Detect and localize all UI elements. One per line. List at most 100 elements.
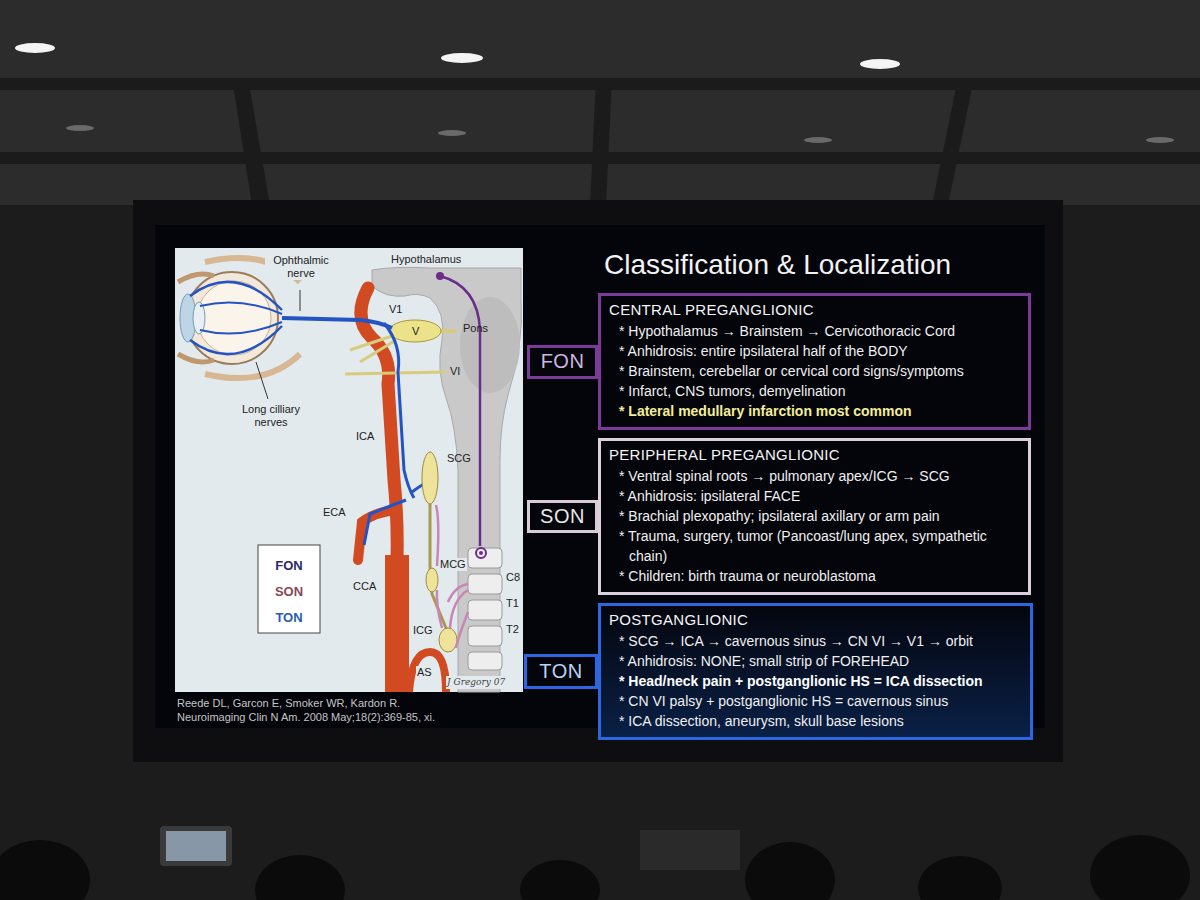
class-box: POSTGANGLIONIC* SCG → ICA → cavernous si… (598, 603, 1033, 740)
trigeminal-branch (360, 340, 396, 362)
eyelid (178, 274, 214, 282)
eyeball (186, 272, 278, 364)
legend-entry: FON (258, 558, 320, 574)
bullet-text: * Infarct, CNS tumors, demyelination (609, 381, 1020, 401)
postganglionic-fibres (364, 500, 406, 545)
illustration-ground (175, 248, 523, 692)
bullet-text: * Head/neck pain + postganglionic HS = I… (609, 671, 1022, 691)
trigeminal-ganglion (389, 320, 441, 342)
projection-screen (133, 200, 1063, 762)
eyelid (178, 354, 214, 362)
artist-signature: J Gregory 07 (446, 676, 506, 689)
middle-ganglion (426, 568, 438, 592)
preganglionic-fibres (437, 590, 442, 628)
ciliary-nerve (200, 302, 282, 314)
legend-box (258, 545, 320, 633)
bullet-text: * Brachial plexopathy; ipsilateral axill… (609, 506, 1020, 526)
legend-text: SON (275, 584, 303, 599)
vertebra (468, 652, 502, 670)
audience-head (520, 860, 600, 900)
lens (193, 302, 205, 334)
vertebra (468, 574, 502, 594)
legend-text: FON (275, 558, 302, 573)
ophthalmic-nerve (282, 318, 392, 328)
audience-head (255, 855, 345, 900)
audience-head (918, 856, 1002, 900)
ciliary-nerve (200, 322, 282, 334)
anatomy-label: Hypothalamus (390, 253, 462, 266)
cord-synapse (479, 551, 483, 555)
ceiling-beam (590, 78, 612, 205)
ceiling-light (66, 125, 94, 131)
box-heading: CENTRAL PREGANGLIONIC (609, 299, 1020, 321)
tag-text: TON (539, 660, 582, 683)
bullet-text: * Hypothalamus → Brainstem → Cervicothor… (609, 321, 1020, 341)
class-box: CENTRAL PREGANGLIONIC* Hypothalamus → Br… (598, 293, 1031, 430)
ceiling-light (15, 43, 55, 53)
class-tag: FON (527, 345, 598, 379)
bullet-text: * ICA dissection, aneurysm, skull base l… (609, 711, 1022, 731)
anatomy-label: V1 (388, 303, 403, 316)
anatomy-label: V (411, 325, 420, 338)
pons (460, 297, 520, 393)
anatomy-label: VI (449, 365, 461, 378)
ceiling-light (860, 59, 900, 69)
bullet-text: * Lateral medullary infarction most comm… (609, 401, 1020, 421)
legend-entry: TON (258, 610, 320, 626)
level-label: T1 (505, 597, 520, 610)
preganglionic-fibres (456, 612, 468, 648)
superior-ganglion (422, 452, 438, 504)
ceiling-beam (932, 78, 974, 205)
common-carotid (385, 555, 409, 692)
ceiling-light (1146, 137, 1174, 143)
vertebra (468, 600, 502, 620)
anatomy-label: AS (416, 666, 433, 679)
ceiling-light (438, 130, 466, 136)
ceiling-beam (232, 78, 270, 205)
class-box: PERIPHERAL PREGANGLIONIC* Ventral spinal… (598, 438, 1031, 595)
subclavian-arch (409, 652, 446, 692)
legend-entry: SON (258, 584, 320, 600)
inferior-ganglion (439, 628, 457, 652)
external-carotid (358, 510, 396, 560)
legend-text: TON (275, 610, 302, 625)
class-tag: SON (527, 500, 598, 533)
trigeminal-root (440, 329, 456, 333)
bullet-text: * Anhidrosis: ipsilateral FACE (609, 486, 1020, 506)
central-pathway (440, 276, 480, 546)
vertebra (468, 548, 502, 568)
class-tag: TON (524, 654, 598, 689)
phone-screen (166, 831, 226, 861)
postganglionic-fibres (384, 323, 414, 498)
audience-head (1090, 835, 1190, 900)
box-heading: PERIPHERAL PREGANGLIONIC (609, 444, 1020, 466)
anatomy-label: SCG (446, 452, 472, 465)
citation: Neuroimaging Clin N Am. 2008 May;18(2):3… (176, 711, 436, 724)
bullet-text: * Anhidrosis: NONE; small strip of FOREH… (609, 651, 1022, 671)
bullet-text: * Trauma, surgery, tumor (Pancoast/lung … (609, 526, 1020, 566)
anatomy-label: CCA (352, 580, 377, 593)
vertebra (468, 626, 502, 646)
audience-head (0, 840, 90, 900)
citation: Reede DL, Garcon E, Smoker WR, Kardon R. (176, 697, 401, 710)
anatomy-label: Ophthalmic nerve (265, 254, 337, 280)
tag-text: SON (540, 505, 585, 528)
anatomy-label: ICA (355, 430, 375, 443)
audience-head (745, 842, 835, 900)
bullet-text: * Children: birth trauma or neuroblastom… (609, 566, 1020, 586)
bullet-text: * Ventral spinal roots → pulmonary apex/… (609, 466, 1020, 486)
preganglionic-fibres (436, 505, 438, 566)
hypothalamus-dot (436, 272, 444, 280)
anatomy-label: ECA (322, 506, 347, 519)
slide-title: Classification & Localization (604, 249, 951, 281)
bullet-text: * Anhidrosis: entire ipsilateral half of… (609, 341, 1020, 361)
cord-synapse (476, 548, 486, 558)
ceiling (0, 0, 1200, 205)
phone (160, 826, 232, 866)
preganglionic-fibres (448, 584, 468, 602)
anatomy-label: Pons (462, 322, 489, 335)
leader-line (300, 290, 301, 311)
box-heading: POSTGANGLIONIC (609, 609, 1022, 631)
